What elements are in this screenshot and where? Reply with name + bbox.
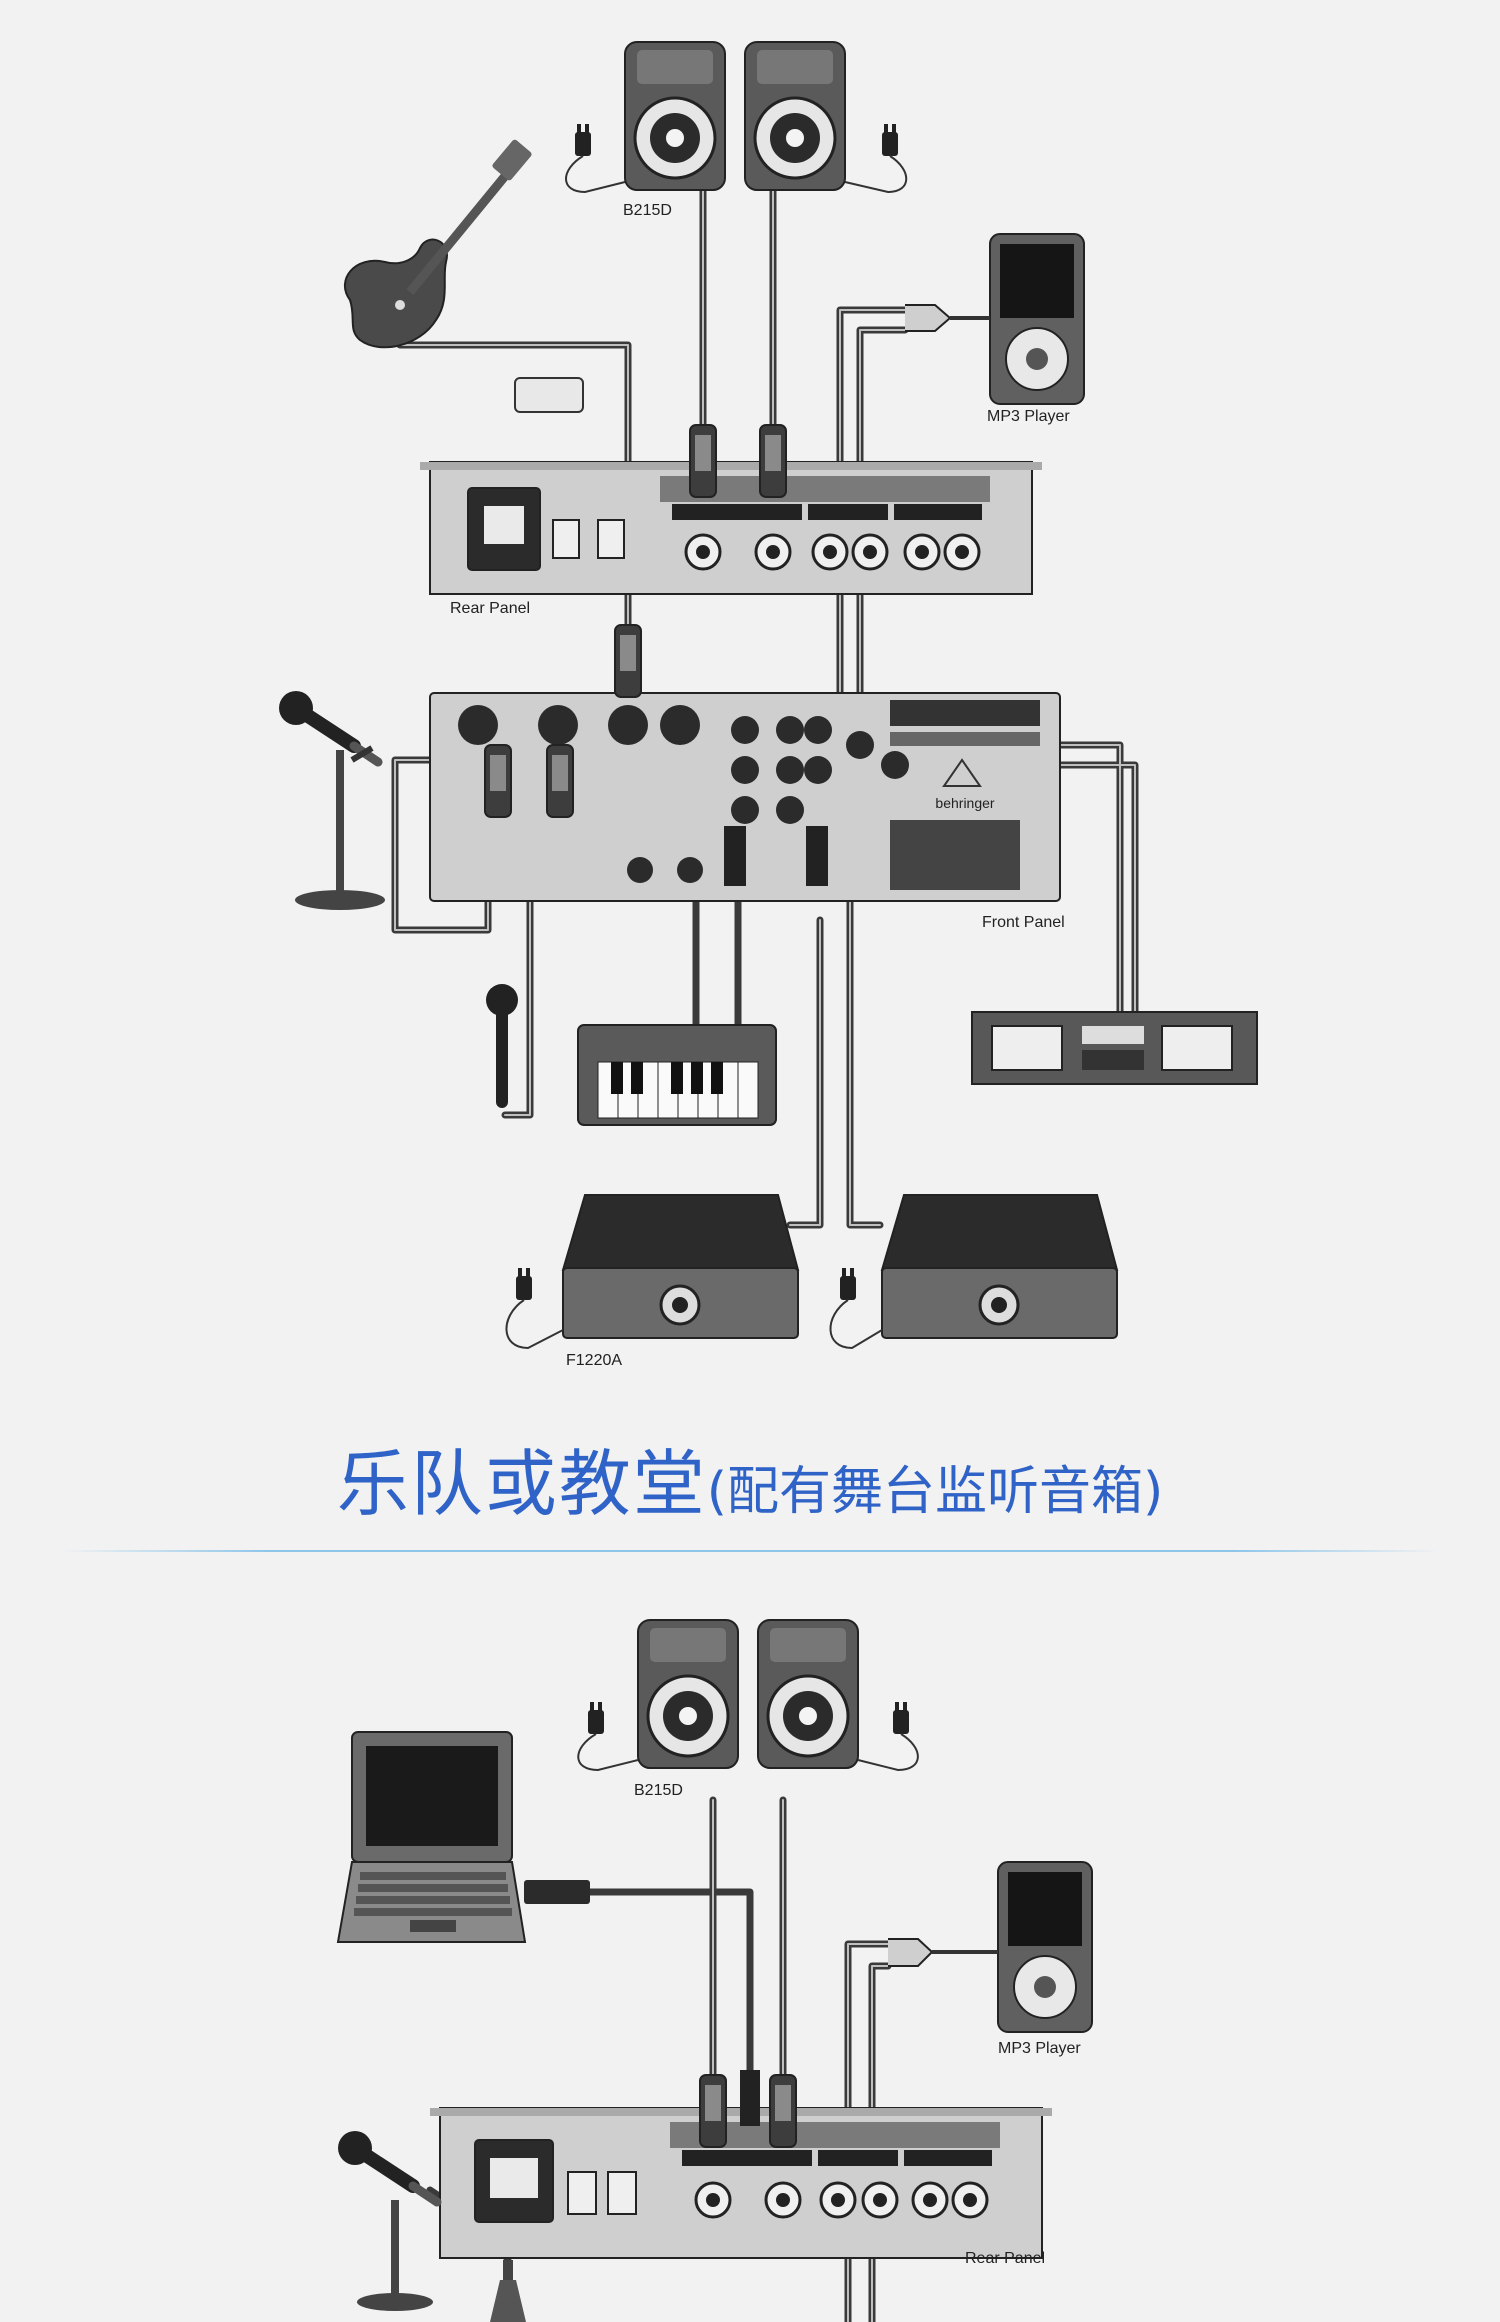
mixer-front-panel-top: behringer	[429, 692, 1061, 902]
laptop-icon	[336, 1731, 527, 1943]
jack-plug-icon	[724, 826, 746, 886]
floor-monitor-right	[880, 1194, 1119, 1339]
floor-monitor-left	[561, 1194, 800, 1339]
handheld-microphone-icon	[486, 984, 518, 1108]
xlr-plug-icon	[689, 424, 717, 498]
xlr-plug-icon	[769, 2074, 797, 2148]
mp3-player-label: MP3 Player	[987, 408, 1070, 425]
xlr-plug-icon	[484, 744, 512, 818]
front-panel-label: Front Panel	[982, 914, 1065, 931]
power-plug-icon	[844, 124, 908, 194]
rear-panel-label: Rear Panel	[450, 600, 531, 617]
speaker-model-label: B215D	[634, 1782, 683, 1799]
speaker-left-bottom	[636, 1618, 740, 1770]
mixer-rear-panel-bottom	[430, 2107, 1052, 2259]
xlr-plug-icon	[546, 744, 574, 818]
heading-main: 乐队或教堂	[336, 1442, 707, 1526]
keyboard-synth-icon	[577, 1024, 777, 1126]
power-plug-icon	[577, 1702, 639, 1772]
microphone-stand-icon	[279, 691, 385, 910]
monitor-model-label: F1220A	[566, 1352, 623, 1369]
power-plug-icon	[565, 124, 626, 194]
power-plug-icon	[829, 1268, 883, 1350]
xlr-plug-icon	[614, 624, 642, 698]
section-heading: 乐队或教堂(配有舞台监听音箱)	[0, 1425, 1500, 1530]
mp3-player-icon	[989, 233, 1085, 405]
jack-plug-icon	[806, 826, 828, 886]
speaker-right-top	[743, 40, 847, 192]
power-plug-icon	[505, 1268, 564, 1350]
speaker-right-bottom	[756, 1618, 860, 1770]
section-divider	[60, 1550, 1440, 1552]
cassette-deck-icon	[971, 1011, 1258, 1085]
rca-y-adapter-icon	[888, 1938, 998, 1967]
power-plug-icon	[857, 1702, 919, 1772]
xlr-plug-icon	[759, 424, 787, 498]
di-box-icon	[514, 377, 584, 413]
speaker-model-label: B215D	[623, 202, 672, 219]
mp3-player-label: MP3 Player	[998, 2040, 1081, 2057]
speaker-left-top	[623, 40, 727, 192]
mp3-player-icon	[997, 1861, 1093, 2033]
microphone-stand-icon	[338, 2131, 526, 2322]
brand-label: behringer	[935, 795, 994, 811]
jack-plug-icon	[740, 2070, 760, 2126]
rca-y-adapter-icon	[905, 304, 990, 332]
bass-guitar-icon	[344, 139, 532, 349]
rear-panel-label: Rear Panel	[965, 2250, 1046, 2267]
heading-sub: (配有舞台监听音箱)	[706, 1462, 1164, 1522]
xlr-plug-icon	[699, 2074, 727, 2148]
mixer-rear-panel-top	[420, 461, 1042, 595]
usb-plug-icon	[524, 1880, 590, 1904]
